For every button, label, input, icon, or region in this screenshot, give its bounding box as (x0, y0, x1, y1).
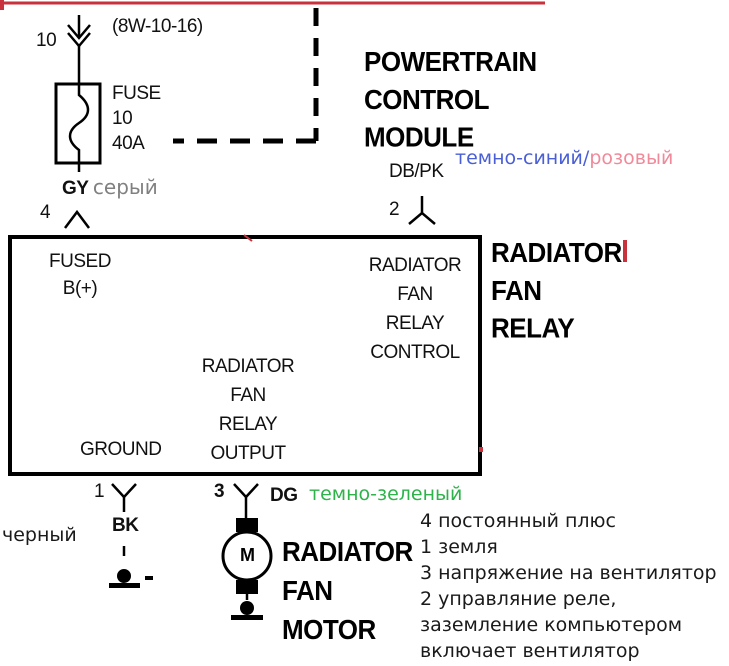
wire-dbpk-translation-blue: темно-синий (455, 147, 583, 169)
relay-title-line: RADIATOR (491, 236, 622, 269)
wire-dg-code: DG (270, 485, 298, 506)
relay-title-line: RELAY (491, 311, 575, 345)
fuse-label: FUSE 10 40A (112, 81, 161, 156)
motor-title-line: RADIATOR (282, 535, 413, 568)
wire-bk-translation: черный (2, 524, 77, 546)
wire-dbpk-code: DB/PK (389, 161, 444, 182)
terminal-label-line: RELAY (385, 313, 445, 334)
motor-title-line: FAN (282, 574, 333, 607)
connector-3-icon (233, 483, 259, 518)
connector-2-icon (408, 196, 436, 225)
note-line: 2 управляние реле, (420, 588, 617, 610)
fuse-icon (54, 82, 102, 172)
pin-4-label: 4 (40, 202, 51, 223)
note-line: 4 постоянный плюс (420, 510, 616, 532)
connector-1-icon (111, 483, 137, 556)
pcm-reference-label: (8W-10-16) (112, 16, 203, 37)
fuse-connector-pin-label: 10 (36, 30, 57, 51)
red-border-corner (0, 0, 4, 10)
ground-icon (109, 569, 153, 588)
notes: 4 постоянный плюс 1 земля 3 напряжение н… (420, 508, 717, 664)
motor-title-line: MOTOR (282, 613, 376, 646)
terminal-ground-label: GROUND (80, 439, 162, 460)
terminal-label-line: CONTROL (370, 342, 460, 363)
red-mark (243, 234, 253, 242)
note-line: 3 напряжение на вентилятор (420, 562, 717, 584)
pcm-title-line: POWERTRAIN (364, 45, 537, 78)
red-cursor-mark (623, 240, 627, 262)
wire-gy-translation: серый (92, 175, 158, 199)
wire-dbpk-translation: темно-синий/розовый (455, 147, 673, 169)
wire-bk-code: BK (112, 515, 139, 536)
note-line: включает вентилятор (420, 640, 640, 662)
fuse-label-line: 10 (112, 108, 133, 129)
relay-title-line: FAN (491, 273, 542, 307)
fuse-label-line: 40A (112, 133, 145, 154)
terminal-label-line: FUSED (49, 251, 111, 272)
pcm-dashed-boundary (173, 8, 319, 144)
wire-dbpk-translation-sep: / (582, 147, 590, 169)
pcm-title-line: CONTROL (364, 82, 490, 116)
note-line: 1 земля (420, 536, 498, 558)
relay-title: RADIATOR FAN RELAY (491, 234, 622, 347)
wire-gy-label: GY серый (62, 175, 158, 200)
terminal-label-line: RADIATOR (368, 255, 462, 276)
terminal-label-line: FAN (397, 284, 433, 305)
wire-gy-code: GY (62, 178, 89, 199)
red-mark-2 (479, 447, 483, 452)
connector-4-icon (64, 209, 90, 229)
motor-icon (221, 518, 273, 620)
motor-title: RADIATOR FAN MOTOR (282, 532, 413, 649)
terminal-control-label: RADIATOR FAN RELAY CONTROL (355, 251, 475, 367)
fuse-label-line: FUSE (112, 83, 161, 104)
pin-2-label: 2 (389, 199, 400, 220)
pcm-title-line: MODULE (364, 120, 474, 154)
wire-dbpk-translation-pink: розовый (589, 147, 674, 169)
pin-1-label: 1 (94, 481, 105, 502)
terminal-label-line: RADIATOR (201, 356, 295, 377)
pcm-title: POWERTRAIN CONTROL MODULE (364, 43, 537, 156)
terminal-label-line: B(+) (62, 278, 98, 299)
motor-symbol-label: M (240, 545, 255, 565)
terminal-fused-b-label: FUSED B(+) (40, 248, 120, 302)
note-line: заземление компьютером (420, 614, 683, 636)
wire-dg-translation: темно-зеленый (309, 483, 463, 505)
terminal-label-line: RELAY (218, 414, 278, 435)
pin-3-label: 3 (214, 481, 225, 502)
connector-10-icon (67, 15, 91, 48)
terminal-label-line: FAN (230, 385, 266, 406)
terminal-output-label: RADIATOR FAN RELAY OUTPUT (188, 352, 308, 468)
terminal-label-line: OUTPUT (210, 443, 286, 464)
